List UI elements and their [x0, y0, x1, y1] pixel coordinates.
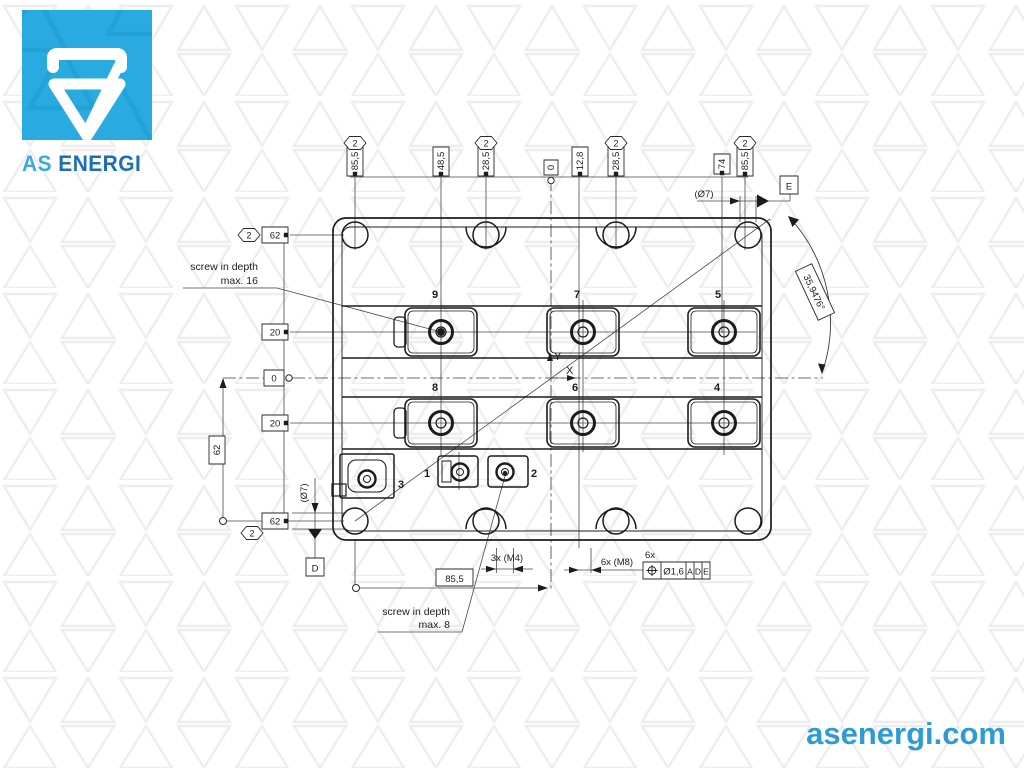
terminal-7-label: 7	[574, 289, 580, 301]
hexagon-flags	[237, 136, 757, 540]
note-bottom-line2: max. 8	[418, 619, 450, 631]
dim-left-20-bottom: 20	[270, 419, 281, 430]
aux-terminals	[331, 453, 529, 499]
terminal-3-label: 3	[398, 479, 404, 491]
note-top-line1: screw in depth	[190, 261, 258, 273]
dim-top-28-5-left: 28,5	[481, 152, 492, 171]
centerlines	[223, 178, 823, 592]
terminal-screws	[428, 319, 737, 436]
logo-text-as: AS	[22, 151, 52, 176]
dim-top-48-5: 48,5	[436, 152, 447, 171]
arrowheads	[219, 194, 826, 592]
position-tolerance-icon	[646, 565, 658, 576]
leader-dot-terminal9	[438, 329, 444, 335]
terminal-8-label: 8	[432, 382, 438, 394]
axis-x-label: X	[566, 365, 574, 377]
dimension-boxes	[208, 146, 799, 587]
dim-top-12-8: 12,8	[575, 152, 586, 171]
flag-left-top: 2	[246, 231, 251, 241]
flag-top-1: 2	[352, 139, 357, 149]
dim-top-74: 74	[717, 159, 728, 170]
dia7-left-label: (Ø7)	[299, 484, 310, 503]
angle-dimension: 35,9476°	[794, 263, 836, 321]
dim-left-20-top: 20	[270, 328, 281, 339]
dim-left-zero: 0	[271, 374, 276, 385]
terminal-2-label: 2	[531, 468, 537, 480]
note-top-line2: max. 16	[221, 275, 259, 287]
terminal-4-label: 4	[714, 382, 721, 394]
flag-top-4: 2	[742, 139, 747, 149]
screw-depth-notes: screw in depth max. 16 screw in depth ma…	[190, 261, 450, 631]
dim-bottom-85-5: 85,5	[445, 574, 464, 585]
angle-dimension-arc	[788, 216, 831, 374]
datum-e-label: E	[786, 182, 792, 193]
dia7-top-label: (Ø7)	[695, 189, 714, 200]
logo-icon	[0, 0, 177, 145]
fcf-datum-d: D	[695, 567, 701, 577]
axis-y-label: Y	[554, 351, 562, 363]
mounting-holes	[341, 221, 762, 535]
fcf-datum-a: A	[687, 567, 693, 577]
terminal-blocks	[393, 307, 761, 448]
datum-d-label: D	[312, 564, 319, 575]
website-link[interactable]: asenergi.com	[806, 716, 1006, 751]
logo-wordmark: AS ENERGI	[22, 151, 147, 177]
fcf-datum-e: E	[703, 567, 709, 577]
terminal-6-label: 6	[572, 382, 578, 394]
logo-text-energi: ENERGI	[58, 151, 142, 176]
left-dimensions: 62 20 0 20 62 2 2 62	[212, 231, 280, 539]
flag-left-bottom: 2	[249, 529, 254, 539]
dim-top-zero: 0	[546, 165, 557, 170]
top-dimensions: 85,5 48,5 28,5 0 12,8 28,5 74 85,5 2 2 2…	[350, 139, 751, 171]
terminal-9-label: 9	[432, 289, 438, 301]
fcf-tolerance: Ø1,6	[663, 567, 684, 578]
terminal-5-label: 5	[715, 289, 721, 301]
module-outline	[332, 217, 772, 541]
dim-side-62: 62	[212, 445, 223, 456]
dim-top-28-5-right: 28,5	[611, 152, 622, 171]
company-logo: AS ENERGI	[0, 0, 177, 177]
feature-control-frame: 6x Ø1,6 A D E	[642, 550, 711, 580]
dimension-ticks	[283, 170, 748, 524]
terminal-numbers: 9 7 5 8 6 4 3 1 2	[398, 289, 721, 491]
origin-circles	[219, 176, 555, 592]
fcf-count: 6x	[645, 550, 655, 561]
dim-left-62-top: 62	[270, 231, 281, 242]
note-bottom-line1: screw in depth	[382, 606, 450, 618]
flag-top-2: 2	[483, 139, 488, 149]
dim-top-85-5-left: 85,5	[350, 152, 361, 171]
m8-label: 6x (M8)	[601, 557, 633, 568]
dim-left-62-bottom: 62	[270, 517, 281, 528]
dim-top-85-5-right: 85,5	[740, 152, 751, 171]
m4-label: 3x (M4)	[491, 553, 523, 564]
terminal-1-label: 1	[424, 468, 430, 480]
flag-top-3: 2	[613, 139, 618, 149]
leader-dot-terminal2	[502, 470, 508, 476]
